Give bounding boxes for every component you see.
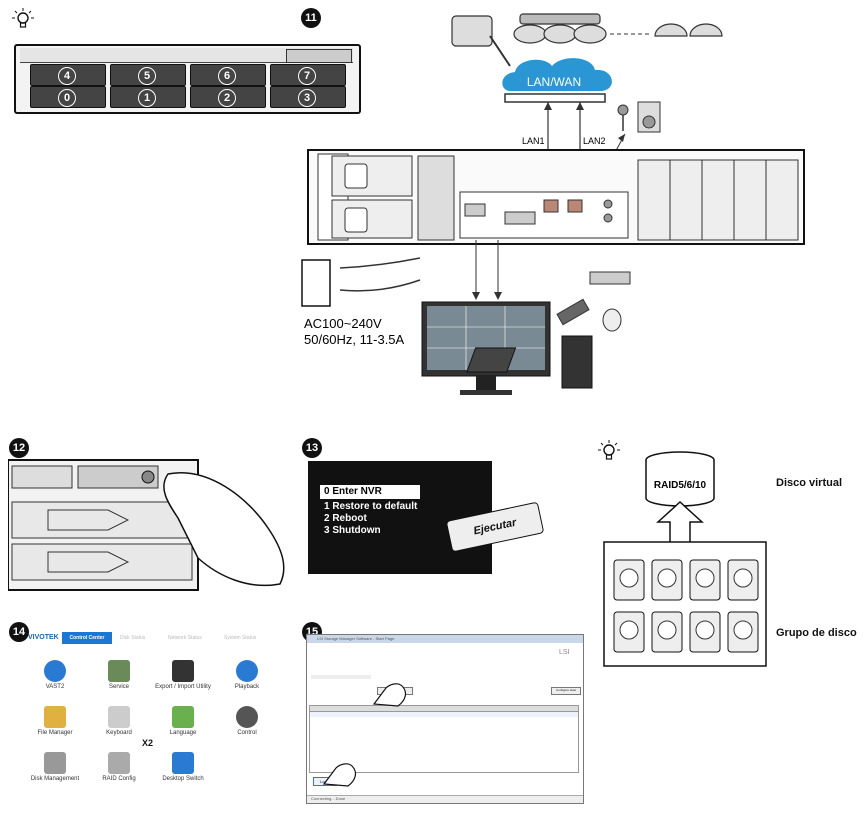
lan-wan-cloud: LAN/WAN	[502, 58, 612, 91]
tab-control-center[interactable]: Control Center	[62, 632, 112, 644]
drive-bay: 4	[30, 64, 106, 86]
export-icon[interactable]	[172, 660, 194, 682]
boot-menu-screen: 0 Enter NVR 1 Restore to default 2 Reboo…	[308, 461, 492, 574]
drive-bay: 7	[270, 64, 346, 86]
boot-menu-item[interactable]: 3 Shutdown	[324, 525, 381, 536]
vast-icon[interactable]	[44, 660, 66, 682]
optical-drive-icon	[466, 347, 517, 373]
drive-bay: 6	[190, 64, 266, 86]
language-icon[interactable]	[172, 706, 194, 728]
raid-level-label: RAID5/6/10	[654, 480, 707, 491]
drive-bay-number: 2	[218, 89, 236, 107]
control-icon[interactable]	[236, 706, 258, 728]
app-icon-label: Service	[108, 684, 129, 690]
tab-disk-status[interactable]: Disk Status	[120, 635, 146, 641]
lsi-window-title: LSI Storage Manager Software - Start Pag…	[317, 636, 395, 641]
keyboard-icon[interactable]	[108, 706, 130, 728]
tab-network-status[interactable]: Network Status	[168, 635, 202, 641]
disk-group-label: Grupo de disco	[776, 627, 857, 639]
hard-disk-icon	[727, 559, 759, 601]
lightbulb-icon	[12, 8, 34, 28]
ip-camera-icons	[451, 13, 723, 47]
nvr-rear-panel	[307, 149, 805, 245]
boot-menu-item-selected[interactable]: 0 Enter NVR	[320, 485, 420, 499]
app-icon-label: Keyboard	[106, 730, 132, 736]
raid-icon[interactable]	[108, 752, 130, 774]
network-switch	[504, 93, 606, 103]
drive-bay: 2	[190, 86, 266, 108]
hard-disk-icon	[689, 559, 721, 601]
status-bar: Connecting... Done	[311, 796, 346, 801]
lsi-logo: LSI	[559, 649, 570, 656]
cloud-label: LAN/WAN	[527, 75, 581, 89]
hard-disk-icon	[613, 611, 645, 653]
drive-bay: 3	[270, 86, 346, 108]
pointer-hand-icon	[372, 683, 407, 707]
app-icon-label: VAST2	[45, 684, 65, 690]
power-outlet-icon	[301, 259, 331, 307]
mouse-icon	[602, 308, 622, 332]
service-icon[interactable]	[108, 660, 130, 682]
tab-system-status[interactable]: System Status	[224, 635, 257, 641]
lightbulb-icon	[598, 440, 620, 460]
host-list-table	[309, 705, 579, 773]
keyboard-icon	[589, 271, 631, 285]
app-icon-label: Export / Import Utility	[155, 684, 211, 690]
drive-bay-number: 4	[58, 67, 76, 85]
configure-host-button[interactable]: Configure Host	[551, 687, 581, 695]
monitor-icon	[421, 301, 551, 395]
pointer-hand-icon	[322, 763, 357, 787]
app-icon-label: Control	[237, 730, 257, 736]
lan1-label: LAN1	[522, 136, 545, 146]
hard-disk-icon	[727, 611, 759, 653]
drive-bay-number: 3	[298, 89, 316, 107]
control-center-screen: VIVOTEK Control Center Disk Status Netwo…	[24, 632, 294, 802]
double-click-note: X2	[142, 738, 154, 748]
hard-disk-icon	[613, 559, 645, 601]
app-icon-label: Language	[169, 730, 197, 736]
connection-diagram: LAN/WAN LAN1 LAN2 AC100~240V 50/60	[301, 13, 805, 395]
app-icon-label: RAID Config	[102, 776, 136, 782]
app-icon-label: File Manager	[37, 730, 73, 736]
drive-bay: 5	[110, 64, 186, 86]
step-14-badge: 14	[9, 622, 29, 642]
switch-icon[interactable]	[172, 752, 194, 774]
drive-bay-number: 7	[298, 67, 316, 85]
drive-bay-number: 6	[218, 67, 236, 85]
raid-diagram: RAID5/6/10	[603, 451, 767, 667]
usb-stick-icon	[556, 298, 590, 326]
drive-bay-number: 1	[138, 89, 156, 107]
drive-bay-number: 0	[58, 89, 76, 107]
app-icon-label: Disk Management	[30, 776, 80, 782]
boot-menu-item[interactable]: 2 Reboot	[324, 513, 367, 524]
step-11-badge: 11	[301, 8, 321, 28]
drive-bay: 1	[110, 86, 186, 108]
vivotek-logo: VIVOTEK	[28, 634, 59, 641]
virtual-disk-label: Disco virtual	[776, 477, 843, 489]
app-icon-label: Playback	[234, 684, 260, 690]
hard-disk-icon	[689, 611, 721, 653]
external-drive-icon	[561, 335, 593, 389]
drive-bay: 0	[30, 86, 106, 108]
playback-icon[interactable]	[236, 660, 258, 682]
drive-bay-number: 5	[138, 67, 156, 85]
drive-bay-insertion	[8, 459, 285, 591]
step-13-badge: 13	[302, 438, 322, 458]
folder-icon[interactable]	[44, 706, 66, 728]
hand-icon	[163, 472, 285, 587]
power-spec-line1: AC100~240V	[304, 316, 382, 331]
power-spec-line2: 50/60Hz, 11-3.5A	[304, 332, 405, 347]
boot-menu-item[interactable]: 1 Restore to default	[324, 501, 418, 512]
lan2-label: LAN2	[583, 136, 606, 146]
hard-disk-icon	[651, 559, 683, 601]
disk-icon[interactable]	[44, 752, 66, 774]
hard-disk-icon	[651, 611, 683, 653]
step-12-badge: 12	[9, 438, 29, 458]
nvr-front-panel: 4 5 6 7 0 1 2 3	[14, 44, 361, 114]
app-icon-label: Desktop Switch	[162, 776, 204, 782]
